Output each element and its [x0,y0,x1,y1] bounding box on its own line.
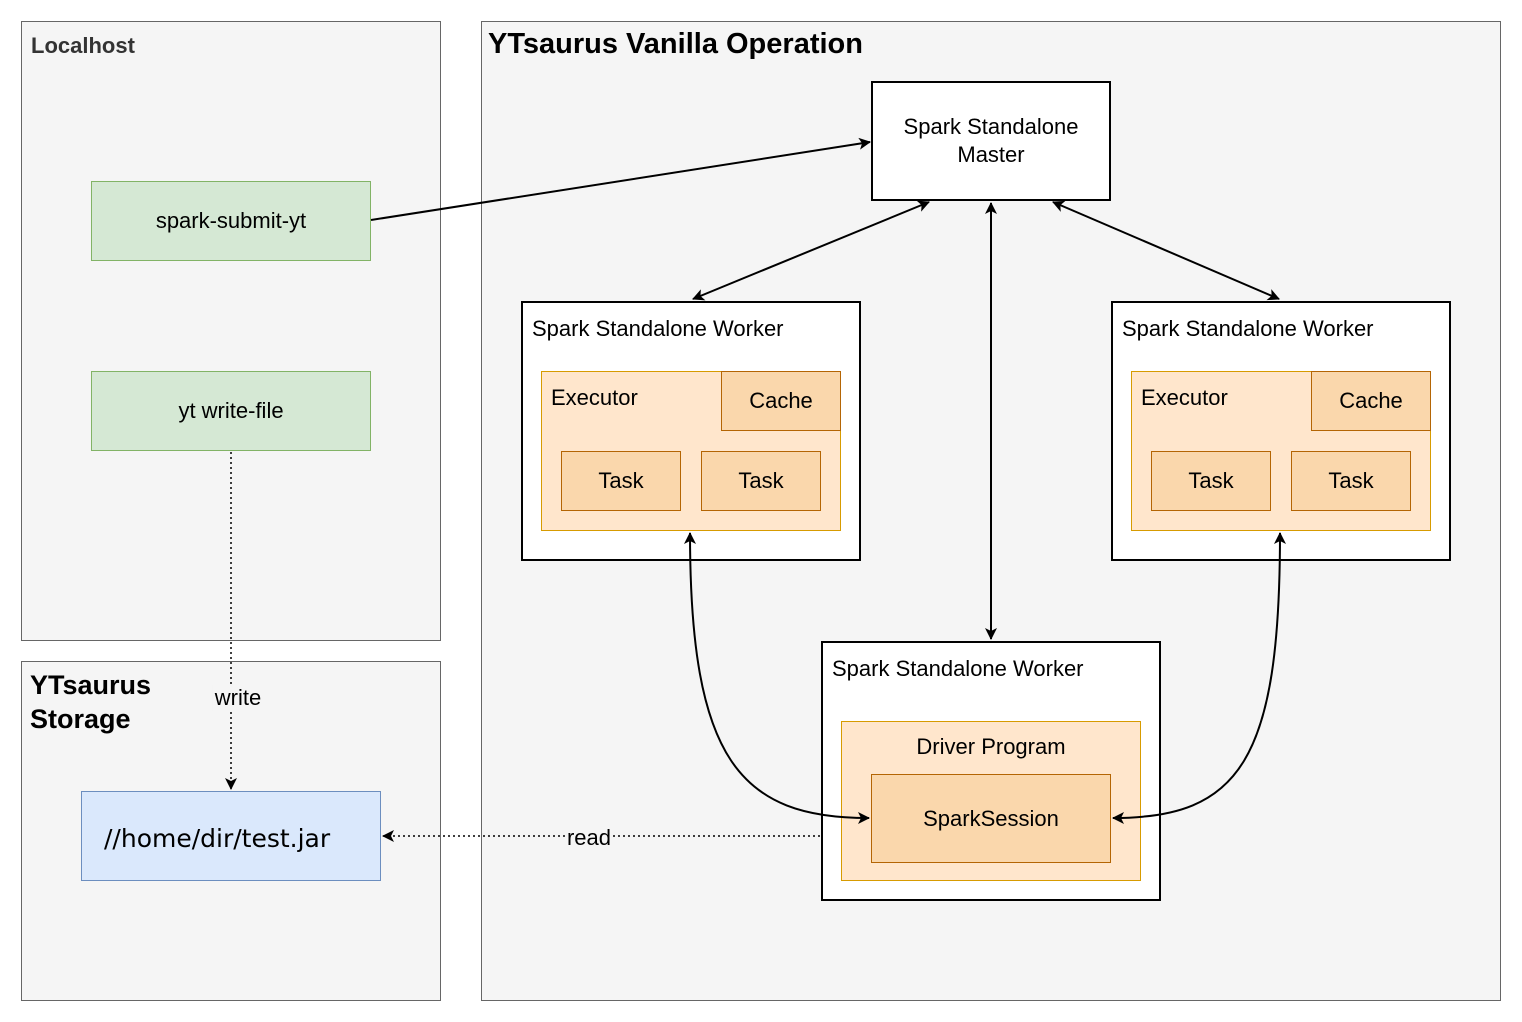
worker-driver-title: Spark Standalone Worker [832,656,1084,681]
vanilla-operation-title: YTsaurus Vanilla Operation [488,28,863,60]
edge-submit-to-master [370,137,871,221]
localhost-title: Localhost [31,33,135,58]
edge-master-worker-left [692,200,930,301]
spark-master-label-line2: Master [957,142,1025,167]
yt-write-file-node[interactable]: yt write-file [91,371,371,451]
edge-master-worker-right [1052,200,1280,301]
spark-session-node[interactable]: SparkSession [871,774,1111,863]
storage-title: YTsaurus Storage [30,668,151,736]
executor-right-label: Executor [1141,385,1228,410]
cache-left[interactable]: Cache [721,371,841,431]
jar-file-node[interactable]: //home/dir/test.jar [81,791,381,881]
task-right-1[interactable]: Task [1151,451,1271,511]
task-right-2[interactable]: Task [1291,451,1411,511]
cache-right[interactable]: Cache [1311,371,1431,431]
spark-master-node[interactable]: Spark Standalone Master [871,81,1111,201]
jar-file-path: //home/dir/test.jar [104,824,331,853]
storage-title-line2: Storage [30,704,131,734]
worker-left-title: Spark Standalone Worker [532,316,784,341]
driver-program-label: Driver Program [916,734,1066,759]
spark-master-label-line1: Spark Standalone [903,114,1079,139]
storage-title-line1: YTsaurus [30,670,152,700]
task-left-1[interactable]: Task [561,451,681,511]
read-edge-label: read [564,825,614,851]
write-edge-label: write [212,685,264,711]
worker-right-title: Spark Standalone Worker [1122,316,1374,341]
edge-executor-right-session [1112,532,1286,824]
executor-left-label: Executor [551,385,638,410]
spark-submit-yt-node[interactable]: spark-submit-yt [91,181,371,261]
edge-executor-left-session [684,532,870,824]
task-left-2[interactable]: Task [701,451,821,511]
